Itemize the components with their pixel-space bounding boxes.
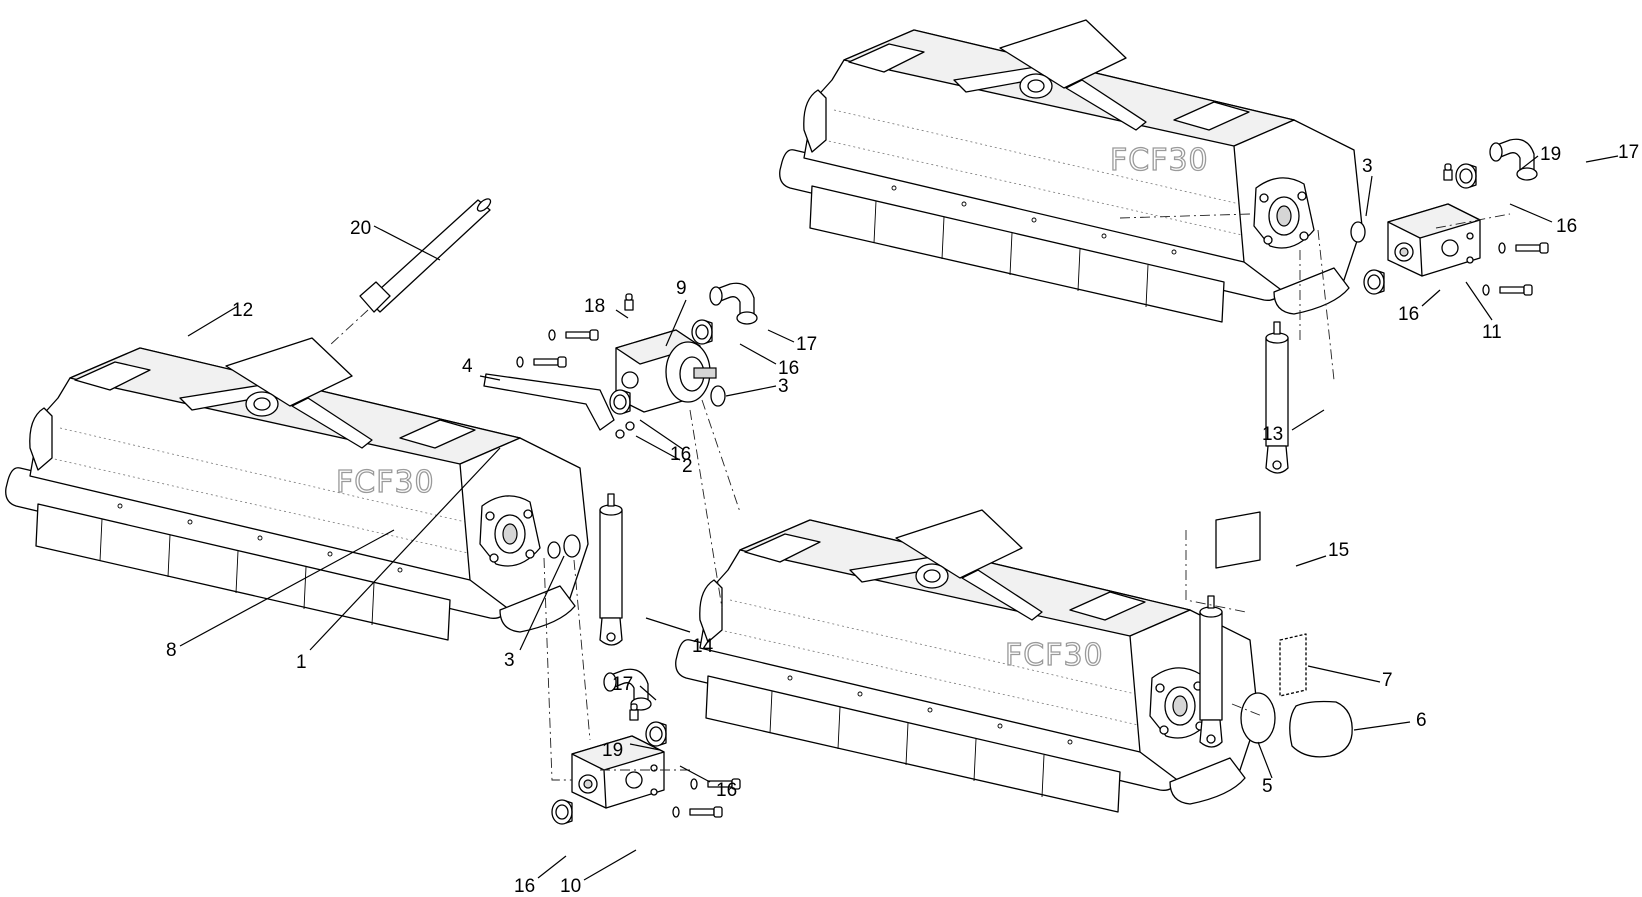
brand-mark-upper-right: FCF30	[1110, 143, 1209, 178]
callout-3-upper-right: 3	[1362, 156, 1373, 177]
callout-2: 2	[682, 456, 693, 477]
brand-mark-left: FCF30	[336, 465, 435, 500]
brand-mark-lower-right: FCF30	[1005, 638, 1104, 673]
callout-16-pump-bottom: 16	[670, 444, 691, 465]
flail-deck-upper-right: FCF30	[779, 19, 1363, 323]
callout-16-motor11-left: 16	[1398, 304, 1419, 325]
callout-10: 10	[560, 876, 581, 897]
callouts: 1 2 3 3 3 4 5 6 7 8 9 10 11	[166, 142, 1639, 897]
callout-16-motor10-right: 16	[716, 780, 737, 801]
end-cap	[1289, 700, 1353, 758]
callout-8: 8	[166, 640, 177, 661]
callout-20: 20	[350, 218, 371, 239]
flail-deck-lower-right: FCF30	[675, 509, 1259, 813]
callout-17-pump: 17	[796, 334, 817, 355]
callout-7: 7	[1382, 670, 1393, 691]
callout-16-motor10-left: 16	[514, 876, 535, 897]
callout-6: 6	[1416, 710, 1427, 731]
callout-16-motor11-right: 16	[1556, 216, 1577, 237]
decal-15	[1215, 511, 1261, 569]
decal-7	[1279, 633, 1307, 697]
callout-17-motor10: 17	[612, 674, 633, 695]
callout-4: 4	[462, 356, 473, 377]
drive-shaft	[359, 198, 492, 313]
callout-12: 12	[232, 300, 253, 321]
hydraulic-pump	[615, 329, 717, 413]
mount-plate	[483, 373, 615, 431]
callout-9: 9	[676, 278, 687, 299]
callout-18: 18	[584, 296, 605, 317]
callout-14: 14	[692, 636, 714, 657]
callout-1: 1	[296, 652, 307, 673]
callout-3-left: 3	[504, 650, 515, 671]
callout-19-motor11: 19	[1540, 144, 1561, 165]
callout-16-pump-right: 16	[778, 358, 799, 379]
callout-3-pump: 3	[778, 376, 789, 397]
callout-11: 11	[1482, 322, 1502, 343]
callout-19-motor10: 19	[602, 740, 623, 761]
callout-5: 5	[1262, 776, 1273, 797]
callout-15: 15	[1328, 540, 1349, 561]
flail-deck-left: FCF30	[5, 337, 589, 641]
callout-17-motor11: 17	[1618, 142, 1639, 163]
seal-ring	[1240, 692, 1276, 744]
callout-13: 13	[1262, 424, 1283, 445]
